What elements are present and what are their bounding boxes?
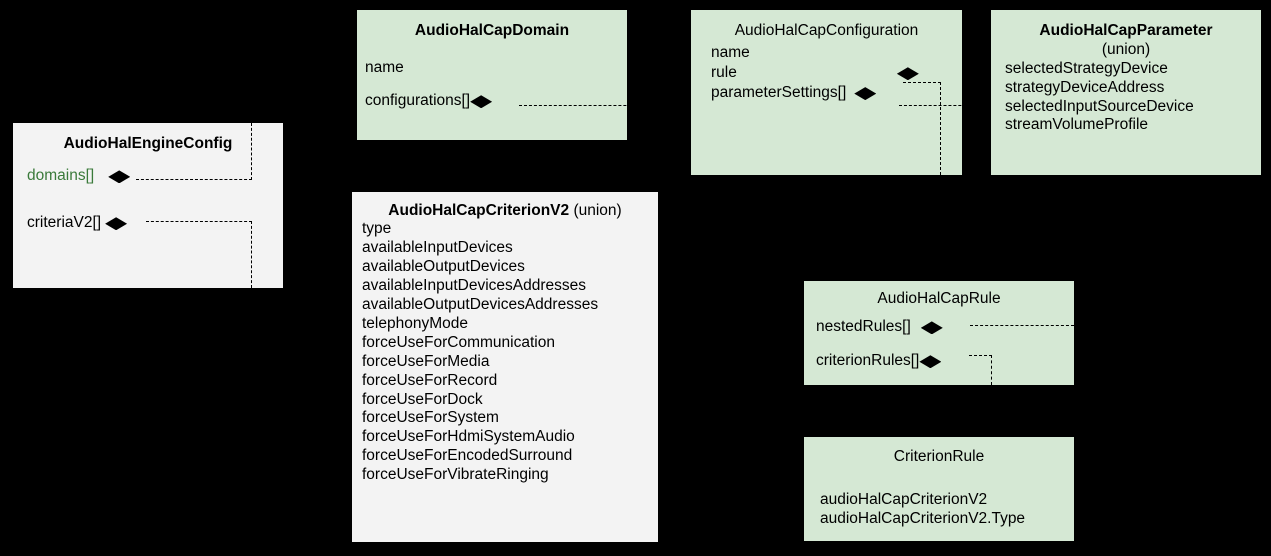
attribute-row-domains[interactable]: domains[]	[13, 167, 283, 186]
attribute-label-nested-rules: nestedRules[]	[816, 318, 911, 336]
connector-criteria-v2-horizontal	[146, 221, 252, 222]
class-title-audio-hal-cap-configuration: AudioHalCapConfiguration	[734, 22, 919, 39]
attribute-label-configuration-name: name	[711, 44, 750, 62]
attribute-label-domain-name: name	[365, 59, 404, 77]
connector-parameter-settings-horizontal	[899, 105, 991, 106]
class-box-audio-hal-cap-domain[interactable]: AudioHalCapDomain name configurations[]	[357, 10, 627, 140]
attribute-row-parameter-settings[interactable]: parameterSettings[]	[691, 84, 962, 103]
attribute-label-criteria-v2: criteriaV2[]	[27, 214, 102, 232]
attribute-label-available-output-devices-addresses: availableOutputDevicesAddresses	[362, 296, 599, 313]
class-title-row-audio-hal-cap-criterion-v2: AudioHalCapCriterionV2 (union)	[352, 201, 658, 220]
class-title-audio-hal-cap-criterion-v2: AudioHalCapCriterionV2	[388, 202, 570, 219]
aggregation-diamond-icon	[896, 67, 919, 81]
attribute-label-force-use-for-system: forceUseForSystem	[362, 409, 499, 427]
class-subtitle-audio-hal-cap-parameter: (union)	[1101, 41, 1151, 59]
class-box-audio-hal-engine-config[interactable]: AudioHalEngineConfig domains[] criteriaV…	[13, 123, 283, 288]
attribute-label-telephony-mode: telephonyMode	[362, 314, 468, 332]
class-title-audio-hal-cap-rule: AudioHalCapRule	[877, 290, 1001, 307]
attribute-row-rule[interactable]: rule	[691, 64, 962, 83]
attribute-label-criterion-rules: criterionRules[]	[816, 352, 920, 370]
class-title-criterion-rule: CriterionRule	[893, 448, 985, 465]
class-title-audio-hal-engine-config: AudioHalEngineConfig	[63, 135, 233, 152]
attribute-label-type: type	[362, 220, 392, 238]
attribute-row-configurations[interactable]: configurations[]	[357, 92, 627, 111]
attribute-label-force-use-for-media: forceUseForMedia	[362, 352, 490, 370]
connector-configurations-to-configuration	[519, 105, 691, 106]
attribute-label-available-input-devices-addresses: availableInputDevicesAddresses	[362, 277, 587, 295]
attribute-label-strategy-device-address: strategyDeviceAddress	[1005, 78, 1165, 96]
class-box-audio-hal-cap-parameter[interactable]: AudioHalCapParameter (union) selectedStr…	[991, 10, 1261, 175]
attribute-label-force-use-for-encoded-surround: forceUseForEncodedSurround	[362, 447, 573, 465]
attribute-label-selected-input-source-device: selectedInputSourceDevice	[1005, 97, 1194, 115]
aggregation-diamond-icon	[105, 217, 128, 231]
class-title-audio-hal-cap-domain: AudioHalCapDomain	[414, 22, 570, 39]
class-subtitle-audio-hal-cap-criterion-v2: (union)	[573, 202, 622, 219]
aggregation-diamond-icon	[470, 95, 493, 109]
attribute-label-audio-hal-cap-criterion-v2-type: audioHalCapCriterionV2.Type	[820, 510, 1026, 528]
attribute-label-domains: domains[]	[27, 167, 95, 185]
class-box-audio-hal-cap-rule[interactable]: AudioHalCapRule nestedRules[] criterionR…	[804, 281, 1074, 385]
attribute-label-available-input-devices: availableInputDevices	[362, 239, 513, 257]
attribute-label-available-output-devices: availableOutputDevices	[362, 258, 525, 276]
attribute-label-rule: rule	[711, 64, 737, 82]
attribute-row-nested-rules[interactable]: nestedRules[]	[804, 318, 1074, 337]
attribute-label-force-use-for-hdmi-system-audio: forceUseForHdmiSystemAudio	[362, 428, 575, 446]
attribute-label-configurations: configurations[]	[365, 92, 471, 110]
connector-nested-rules-horizontal	[970, 325, 1074, 326]
attribute-row-configuration-name[interactable]: name	[691, 44, 962, 63]
attribute-row-criteria-v2[interactable]: criteriaV2[]	[13, 214, 283, 233]
attribute-label-force-use-for-record: forceUseForRecord	[362, 371, 498, 389]
attribute-label-parameter-settings: parameterSettings[]	[711, 84, 847, 102]
connector-rule-horizontal	[903, 82, 941, 83]
attribute-label-selected-strategy-device: selectedStrategyDevice	[1005, 59, 1168, 77]
aggregation-diamond-icon	[854, 87, 877, 101]
aggregation-diamond-icon	[108, 170, 131, 184]
connector-criterion-rules-vertical	[991, 355, 992, 385]
connector-rule-vertical	[940, 82, 941, 175]
attribute-label-force-use-for-communication: forceUseForCommunication	[362, 333, 555, 351]
class-box-audio-hal-cap-configuration[interactable]: AudioHalCapConfiguration name rule param…	[691, 10, 962, 175]
aggregation-diamond-icon	[920, 321, 943, 335]
attribute-row-domain-name[interactable]: name	[357, 59, 627, 78]
class-title-audio-hal-cap-parameter: AudioHalCapParameter	[1039, 22, 1213, 39]
attribute-row-criterion-rules[interactable]: criterionRules[]	[804, 352, 1074, 371]
connector-criterion-rules-horizontal	[969, 355, 992, 356]
attribute-label-force-use-for-dock: forceUseForDock	[362, 390, 483, 408]
connector-domains-horizontal	[136, 179, 252, 180]
attribute-label-stream-volume-profile: streamVolumeProfile	[1005, 116, 1149, 134]
connector-domains-vertical	[251, 123, 252, 180]
class-box-criterion-rule[interactable]: CriterionRule audioHalCapCriterionV2 aud…	[804, 437, 1074, 541]
aggregation-diamond-icon	[919, 355, 942, 369]
connector-criteria-v2-vertical	[251, 221, 252, 288]
attribute-label-force-use-for-vibrate-ringing: forceUseForVibrateRinging	[362, 466, 549, 484]
class-box-audio-hal-cap-criterion-v2[interactable]: AudioHalCapCriterionV2 (union) type avai…	[352, 192, 658, 542]
attribute-label-audio-hal-cap-criterion-v2: audioHalCapCriterionV2	[820, 491, 988, 509]
